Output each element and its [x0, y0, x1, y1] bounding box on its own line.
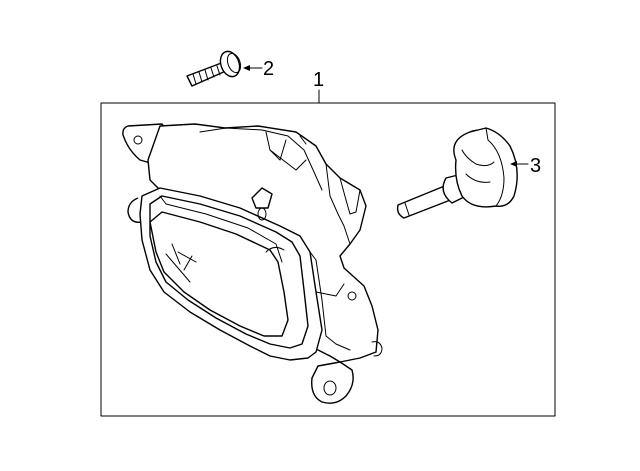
callout-2-label: 2 — [263, 58, 274, 80]
bolt-part[interactable] — [186, 49, 243, 87]
callout-2-arrow — [243, 65, 250, 71]
callout-1-label: 1 — [313, 69, 324, 91]
assembly-frame — [100, 102, 556, 417]
bulb-part[interactable] — [396, 127, 518, 219]
callout-3-label: 3 — [530, 155, 541, 177]
callout-3-arrow — [510, 161, 517, 167]
fog-lamp-assembly[interactable] — [122, 123, 383, 404]
